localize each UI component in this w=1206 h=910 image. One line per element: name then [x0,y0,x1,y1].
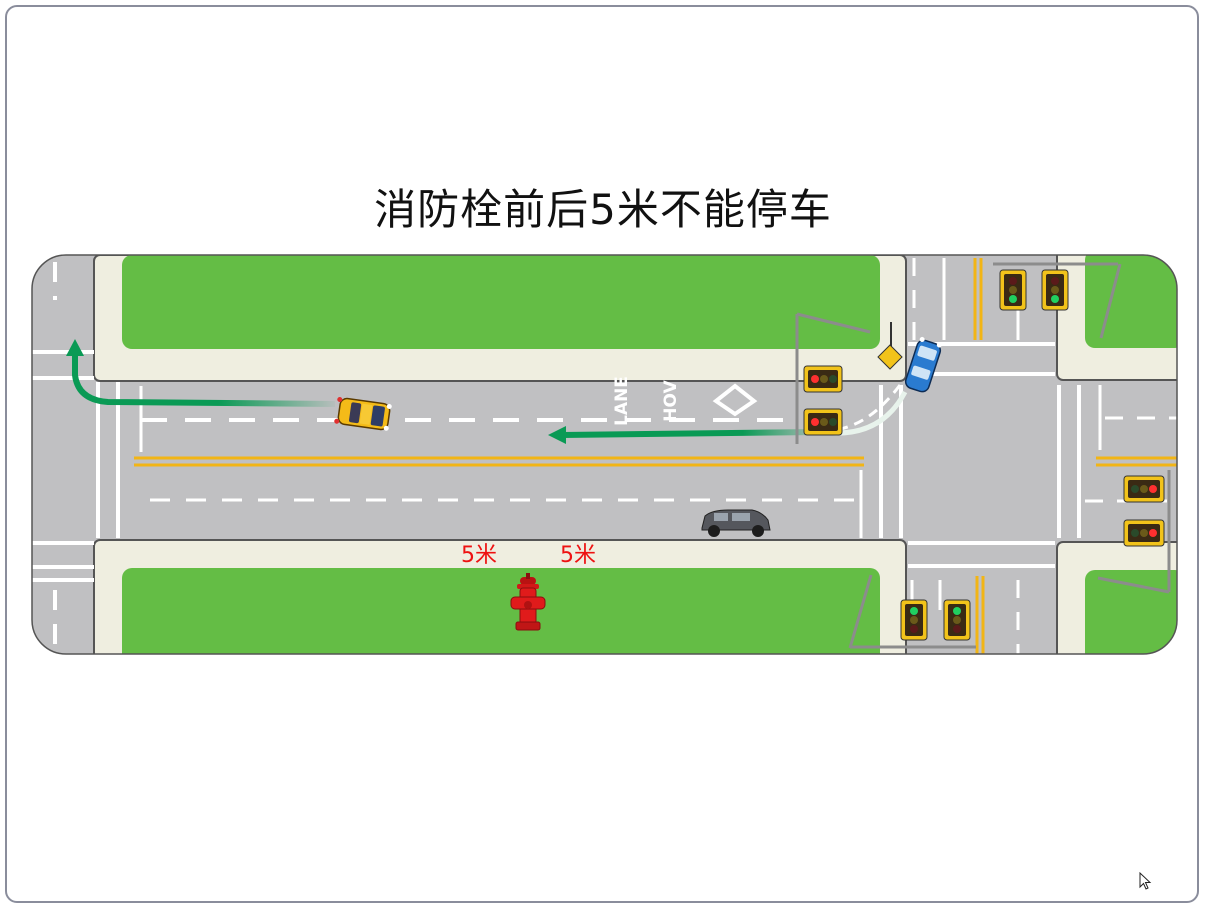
top-right-block [1056,255,1177,381]
traffic-signal-east-lower [1123,519,1165,547]
scene-outline [31,254,1178,655]
signal-pole-right [1097,470,1171,594]
traffic-signal-north-right [1041,269,1069,311]
signal-pole-top-right [993,262,1122,339]
bottom-right-block [1056,541,1177,654]
traffic-signal-west-upper [803,365,843,393]
distance-label-after: 5米 [560,543,596,568]
left-crosswalk-lines [32,262,94,650]
mouse-cursor-icon [1139,872,1152,890]
distance-label-before: 5米 [461,543,497,568]
main-road-markings [96,382,903,538]
hov-text: HOV [661,379,681,421]
bottom-left-block [93,539,907,654]
arrow-head-up [66,339,84,356]
blue-car [904,336,942,393]
traffic-signal-south-right [943,599,971,641]
diamond-marking-icon [712,383,758,417]
hov-lane-marking: LANE HOV [612,376,758,426]
traffic-signal-west-lower [803,408,843,436]
top-left-block [93,255,907,382]
fire-hydrant-icon [510,573,546,631]
traffic-signal-north-left [999,269,1027,311]
lane-text: LANE [612,376,632,426]
traffic-signal-south-left [900,599,928,641]
arrow-head-left [548,426,566,444]
slide-title: 消防栓前后5米不能停车 [374,185,832,234]
traffic-signal-east-upper [1123,475,1165,503]
warning-sign-icon [877,344,903,370]
parked-suv [701,509,771,537]
signal-pole-bottom [848,574,976,649]
signal-pole-top-left [795,312,903,444]
yellow-car [334,396,392,431]
